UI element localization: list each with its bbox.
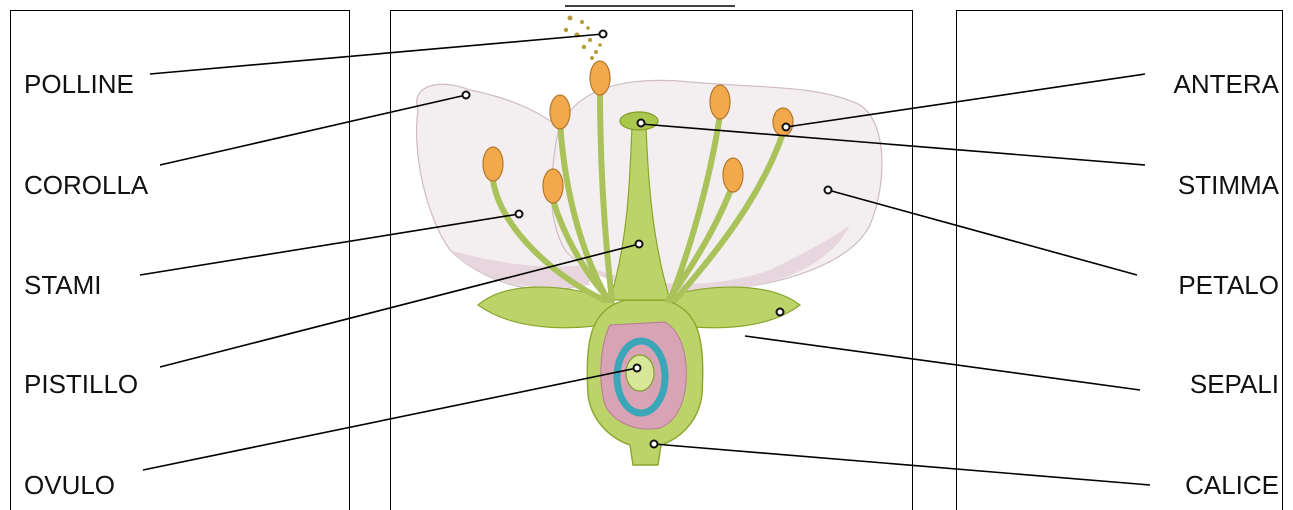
label-calice: CALICE xyxy=(1185,470,1279,500)
label-pistillo: PISTILLO xyxy=(24,369,138,399)
label-sepali: SEPALI xyxy=(1190,369,1279,399)
ovule xyxy=(626,355,654,391)
label-corolla: COROLLA xyxy=(24,170,148,200)
label-polline: POLLINE xyxy=(24,69,134,99)
label-petalo: PETALO xyxy=(1178,270,1279,300)
label-ovulo: OVULO xyxy=(24,470,115,500)
label-antera: ANTERA xyxy=(1174,69,1279,99)
label-stami: STAMI xyxy=(24,270,102,300)
label-stimma: STIMMA xyxy=(1178,170,1279,200)
